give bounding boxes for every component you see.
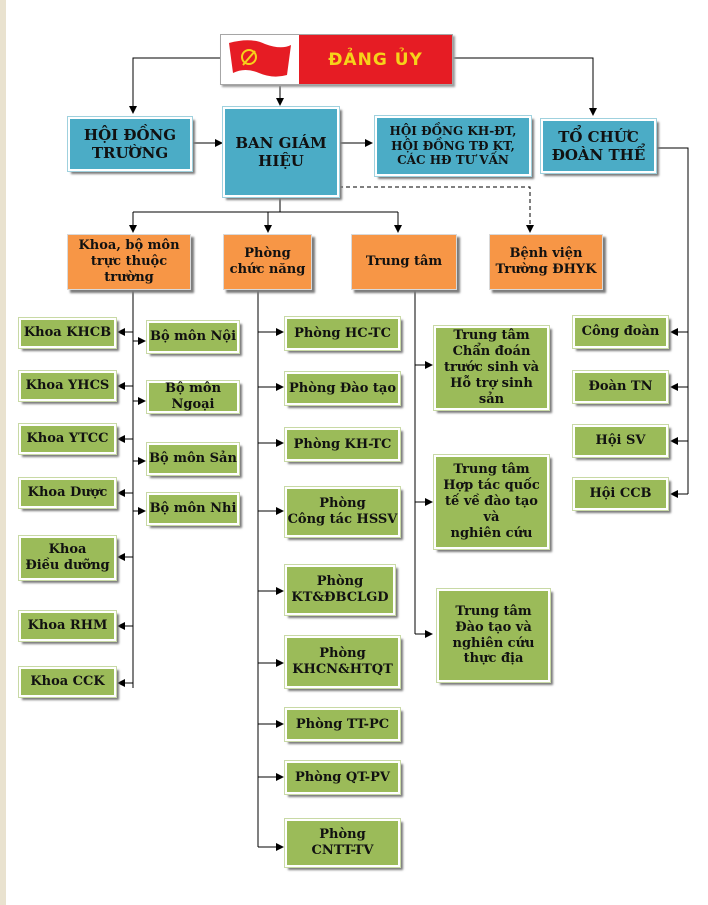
hoi-dong-kh-box: HỘI ĐỒNG KH-ĐT, HỘI ĐỒNG TĐ KT, CÁC HĐ T… bbox=[374, 115, 532, 177]
khoa-bo-mon-box: Khoa, bộ môn trực thuộc trường bbox=[67, 234, 191, 290]
bo-mon-item: Bộ môn Nhi bbox=[146, 492, 240, 526]
khoa-item: Khoa YHCS bbox=[18, 370, 117, 402]
phong-item: Phòng TT-PC bbox=[284, 707, 401, 742]
phong-item: Phòng Đào tạo bbox=[284, 371, 401, 406]
phong-item: Phòng KT&ĐBCLGD bbox=[284, 564, 396, 616]
phong-item: Phòng Công tác HSSV bbox=[284, 486, 401, 538]
phong-item: Phòng QT-PV bbox=[284, 760, 401, 795]
phong-item: Phòng KHCN&HTQT bbox=[284, 635, 401, 689]
trung-tam-item: Trung tâm Đào tạo và nghiên cứu thực địa bbox=[436, 588, 551, 683]
benh-vien-box: Bệnh viện Trường ĐHYK bbox=[489, 234, 603, 290]
dang-uy-title: ĐẢNG ỦY bbox=[328, 49, 423, 70]
page-edge bbox=[0, 0, 6, 905]
party-flag-icon bbox=[221, 35, 299, 84]
doan-the-item: Đoàn TN bbox=[572, 370, 669, 404]
doan-the-item: Công đoàn bbox=[572, 315, 669, 349]
bo-mon-item: Bộ môn Ngoại bbox=[146, 380, 240, 414]
trung-tam-item: Trung tâm Hợp tác quốc tế về đào tạo và … bbox=[433, 454, 550, 550]
khoa-item: Khoa KHCB bbox=[18, 317, 117, 349]
khoa-item: Khoa Dược bbox=[18, 477, 117, 509]
khoa-item: Khoa YTCC bbox=[18, 423, 117, 455]
phong-item: Phòng KH-TC bbox=[284, 427, 401, 462]
trung-tam-item: Trung tâm Chẩn đoán trước sinh và Hỗ trợ… bbox=[433, 325, 550, 411]
dang-uy-box: ĐẢNG ỦY bbox=[220, 34, 453, 85]
khoa-item: Khoa RHM bbox=[18, 610, 117, 642]
trung-tam-box: Trung tâm bbox=[351, 234, 457, 290]
khoa-item: Khoa CCK bbox=[18, 666, 117, 698]
ban-giam-hieu-box: BAN GIÁM HIỆU bbox=[222, 106, 340, 198]
hoi-dong-truong-box: HỘI ĐỒNG TRƯỜNG bbox=[67, 116, 193, 172]
to-chuc-doan-the-box: TỔ CHỨC ĐOÀN THỂ bbox=[540, 118, 657, 174]
doan-the-item: Hội SV bbox=[572, 424, 669, 458]
phong-item: Phòng CNTT-TV bbox=[284, 818, 401, 868]
phong-chuc-nang-box: Phòng chức năng bbox=[223, 234, 312, 290]
khoa-item: Khoa Điều dưỡng bbox=[18, 535, 117, 581]
phong-item: Phòng HC-TC bbox=[284, 316, 401, 351]
doan-the-item: Hội CCB bbox=[572, 477, 669, 511]
bo-mon-item: Bộ môn Sản bbox=[146, 442, 240, 476]
bo-mon-item: Bộ môn Nội bbox=[146, 320, 240, 354]
